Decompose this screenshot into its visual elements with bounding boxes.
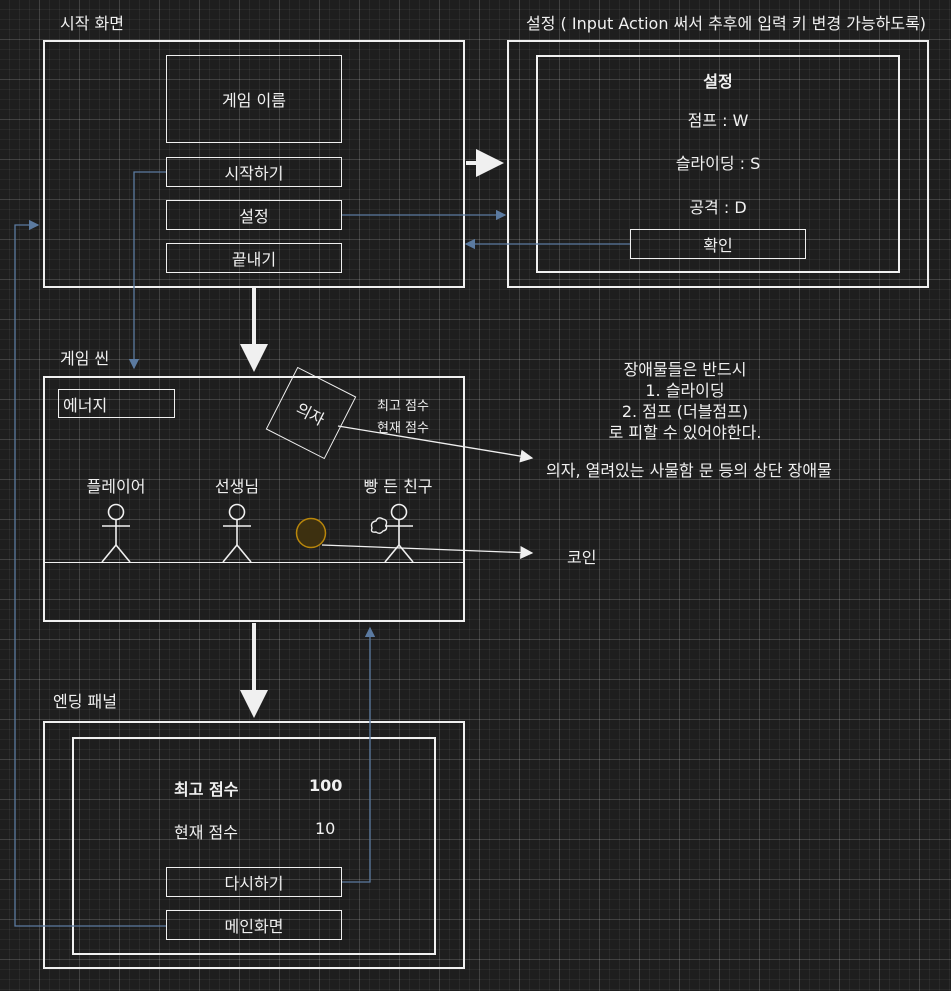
obstacle-note-line-2: 1. 슬라이딩 [645, 381, 725, 400]
settings-heading: 설정 [703, 72, 733, 91]
settings-panel [507, 40, 929, 288]
obstacle-note: 장애물들은 반드시 1. 슬라이딩 2. 점프 (더블점프) 로 피할 수 있어… [590, 359, 780, 443]
friend-figure [384, 503, 414, 563]
upper-obstacle-note: 의자, 열려있는 사물함 문 등의 상단 장애물 [546, 461, 832, 480]
ending-best-score-label: 최고 점수 [174, 780, 239, 799]
retry-button[interactable]: 다시하기 [166, 867, 342, 897]
quit-button[interactable]: 끝내기 [166, 243, 342, 273]
arrow-coin-to-note [321, 544, 534, 560]
link-main-menu-to-start [14, 219, 166, 927]
start-button[interactable]: 시작하기 [166, 157, 342, 187]
obstacle-note-line-3: 2. 점프 (더블점프) [621, 402, 749, 421]
obstacle-note-line-4: 로 피할 수 있어야한다. [608, 423, 762, 442]
energy-bar: 에너지 [58, 389, 175, 418]
game-name-box: 게임 이름 [166, 55, 342, 143]
ending-current-score-label: 현재 점수 [174, 823, 238, 842]
bread-icon [370, 517, 388, 534]
start-panel [43, 40, 465, 288]
game-panel-title: 게임 씬 [60, 349, 110, 368]
game-panel [43, 376, 465, 622]
player-figure [101, 503, 131, 563]
attack-key-label: 공격 : D [689, 198, 747, 217]
main-menu-button[interactable]: 메인화면 [166, 910, 342, 940]
ending-inner-panel [72, 737, 436, 955]
settings-panel-title: 설정 ( Input Action 써서 추후에 입력 키 변경 가능하도록) [526, 14, 927, 33]
slide-key-label: 슬라이딩 : S [675, 154, 761, 173]
teacher-figure [222, 503, 252, 563]
start-panel-title: 시작 화면 [60, 14, 124, 33]
friend-label: 빵 든 친구 [363, 477, 433, 496]
teacher-label: 선생님 [214, 477, 260, 496]
ground-line [44, 562, 464, 563]
confirm-button[interactable]: 확인 [630, 229, 806, 259]
coin-note: 코인 [567, 548, 597, 567]
coin-icon [295, 517, 327, 549]
ending-best-score-value: 100 [309, 776, 343, 795]
player-label: 플레이어 [86, 477, 146, 496]
current-score-hud: 현재 점수 [377, 421, 429, 436]
best-score-hud: 최고 점수 [377, 399, 429, 414]
arrow-chair-to-note [337, 425, 534, 463]
jump-key-label: 점프 : W [687, 111, 749, 130]
ending-current-score-value: 10 [315, 819, 336, 838]
link-retry-to-game [342, 626, 376, 883]
settings-button[interactable]: 설정 [166, 200, 342, 230]
obstacle-note-line-1: 장애물들은 반드시 [623, 360, 747, 379]
link-start-to-game [128, 171, 166, 370]
ending-panel [43, 721, 465, 969]
ending-panel-title: 엔딩 패널 [53, 692, 117, 711]
settings-inner-panel [536, 55, 900, 273]
